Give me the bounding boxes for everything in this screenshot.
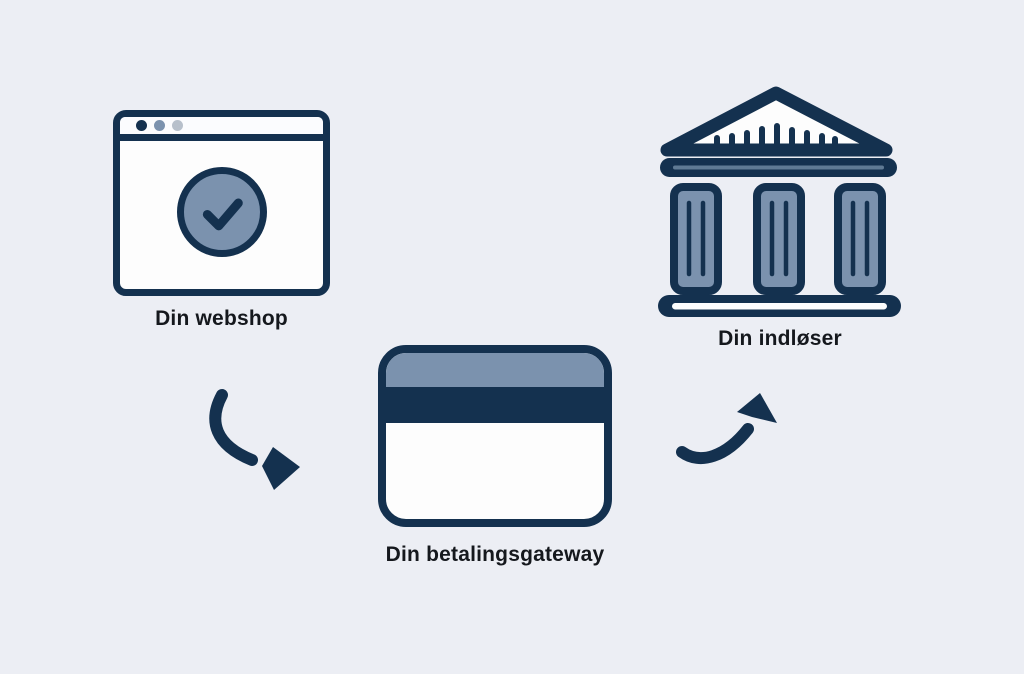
- curved-arrow-up-right-icon: [676, 393, 777, 465]
- checkmark-circle-icon: [176, 166, 267, 257]
- curved-arrow-down-right-icon: [209, 389, 300, 490]
- credit-card-icon: [378, 345, 612, 527]
- browser-content: [120, 141, 323, 282]
- node-label-acquirer: Din indløser: [718, 327, 842, 350]
- window-dot-icon: [154, 120, 165, 131]
- browser-checkmark-icon: [113, 110, 330, 296]
- node-label-gateway: Din betalingsgateway: [385, 543, 605, 566]
- card-top-band: [386, 353, 604, 387]
- bank-icon: [658, 86, 901, 317]
- browser-titlebar: [120, 117, 323, 141]
- checkmark-icon: [202, 198, 243, 230]
- window-dot-icon: [136, 120, 147, 131]
- card-magnetic-stripe: [386, 387, 604, 423]
- node-label-webshop: Din webshop: [155, 307, 288, 330]
- window-dot-icon: [172, 120, 183, 131]
